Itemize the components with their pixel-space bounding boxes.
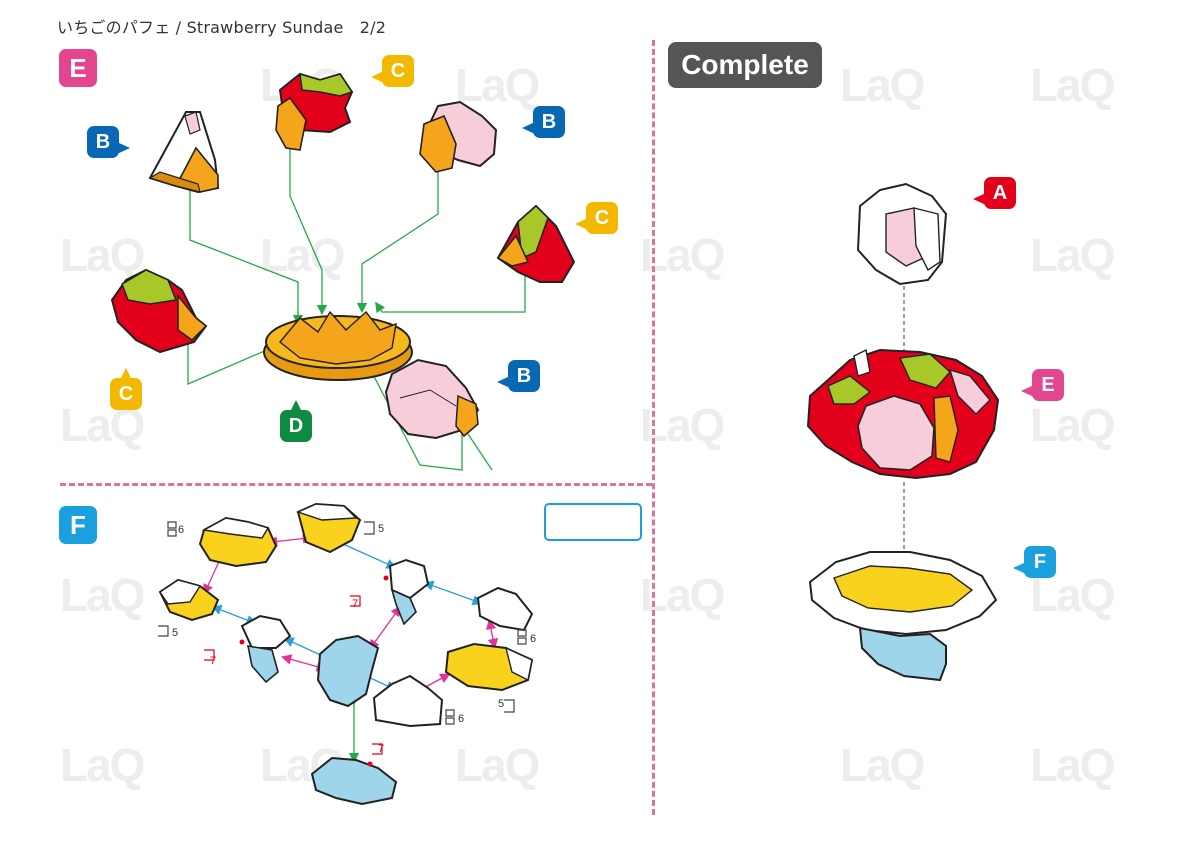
f-yellow-piece-1 — [198, 516, 278, 568]
watermark: LaQ — [1030, 739, 1115, 791]
callout-e: E — [1021, 369, 1064, 401]
piece-count: 6 — [530, 633, 536, 645]
piece-count: 7 — [378, 743, 384, 755]
step-label-f: F — [59, 506, 97, 544]
watermark: LaQ — [1030, 399, 1115, 451]
callout-f: F — [1013, 546, 1056, 578]
callout-c: C — [575, 202, 618, 234]
piece-count: 6 — [458, 713, 464, 725]
f-blue-piece-1 — [388, 558, 430, 626]
piece-c-right — [496, 204, 576, 283]
piece-d-base — [263, 310, 413, 381]
piece-count: 7 — [352, 598, 358, 610]
watermark: LaQ — [455, 59, 540, 111]
piece-c-top — [275, 72, 354, 151]
piece-count: 7 — [210, 655, 216, 667]
step-label-e: E — [59, 49, 97, 87]
section-divider-horizontal — [60, 483, 652, 486]
watermark: LaQ — [840, 739, 925, 791]
callout-b: B — [497, 360, 540, 392]
f-blue-piece-2 — [240, 614, 292, 684]
watermark: LaQ — [455, 739, 540, 791]
callout-c: C — [110, 368, 142, 410]
f-yellow-piece-4 — [444, 642, 534, 692]
piece-b-upper-left — [148, 111, 220, 194]
callout-a: A — [973, 177, 1016, 209]
watermark: LaQ — [60, 229, 145, 281]
f-yellow-piece-2 — [296, 502, 362, 554]
callout-c: C — [371, 55, 414, 87]
complete-assembly-e — [806, 348, 1000, 480]
piece-b-upper-right — [419, 100, 498, 173]
complete-piece-a — [856, 182, 948, 286]
callout-d: D — [280, 400, 312, 442]
complete-assembly-f — [808, 551, 998, 682]
watermark: LaQ — [840, 59, 925, 111]
watermark: LaQ — [60, 569, 145, 621]
section-divider-vertical — [652, 40, 655, 815]
watermark: LaQ — [60, 739, 145, 791]
piece-b-lower — [384, 358, 480, 440]
piece-count-markers — [158, 521, 527, 755]
piece-count: 5 — [498, 698, 504, 710]
f-blue-piece-3 — [316, 634, 380, 708]
watermark: LaQ — [1030, 59, 1115, 111]
f-yellow-piece-3 — [158, 578, 220, 622]
complete-label: Complete — [668, 42, 822, 88]
f-blue-piece-4 — [310, 756, 398, 806]
watermark: LaQ — [1030, 229, 1115, 281]
f-white-piece-2 — [372, 674, 444, 728]
piece-count: 5 — [378, 523, 384, 535]
piece-count: 5 — [172, 627, 178, 639]
callout-b: B — [522, 106, 565, 138]
piece-count: 6 — [178, 524, 184, 536]
page-title: いちごのパフェ / Strawberry Sundae 2/2 — [57, 18, 387, 37]
f-white-piece-1 — [476, 586, 534, 632]
callout-b: B — [87, 126, 130, 158]
piece-c-left — [110, 268, 208, 354]
hint-box — [544, 503, 642, 541]
